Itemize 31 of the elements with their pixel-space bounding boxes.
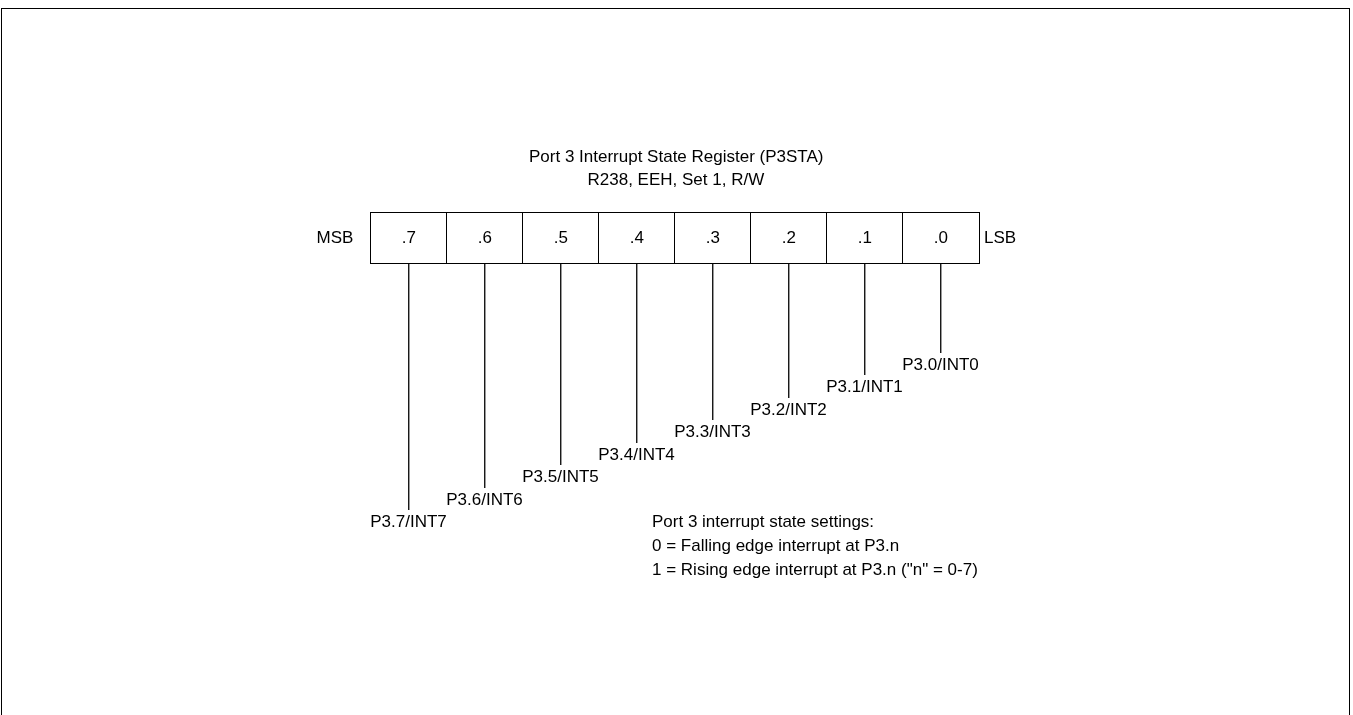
register-address: R238, EEH, Set 1, R/W (587, 170, 765, 190)
pin-label: P3.1/INT1 (826, 377, 903, 397)
bit-cell: .0 (902, 212, 980, 264)
bit-cell: .1 (826, 212, 904, 264)
leader-line (636, 263, 638, 444)
lsb-label: LSB (984, 228, 1017, 248)
leader-line (408, 263, 410, 511)
bit-cell: .3 (674, 212, 752, 264)
leader-line (484, 263, 486, 489)
leader-line (712, 263, 714, 421)
bit-cell: .7 (370, 212, 448, 264)
leader-line (560, 263, 562, 466)
bit-cell: .5 (522, 212, 600, 264)
pin-label: P3.5/INT5 (522, 467, 599, 487)
register-title: Port 3 Interrupt State Register (P3STA) (529, 147, 824, 167)
leader-line (940, 263, 942, 354)
pin-label: P3.6/INT6 (446, 490, 523, 510)
pin-label: P3.4/INT4 (598, 445, 675, 465)
settings-note: 1 = Rising edge interrupt at P3.n ("n" = 0-7) (652, 560, 978, 580)
settings-heading: Port 3 interrupt state settings: (652, 512, 875, 532)
pin-label: P3.3/INT3 (674, 422, 751, 442)
bit-cell: .6 (446, 212, 524, 264)
leader-line (788, 263, 790, 399)
settings-note: 0 = Falling edge interrupt at P3.n (652, 536, 900, 556)
pin-label: P3.2/INT2 (750, 400, 827, 420)
pin-label: P3.0/INT0 (902, 355, 979, 375)
msb-label: MSB (316, 228, 354, 248)
leader-line (864, 263, 866, 376)
bit-cell: .4 (598, 212, 676, 264)
bit-cell: .2 (750, 212, 828, 264)
pin-label: P3.7/INT7 (370, 512, 447, 532)
